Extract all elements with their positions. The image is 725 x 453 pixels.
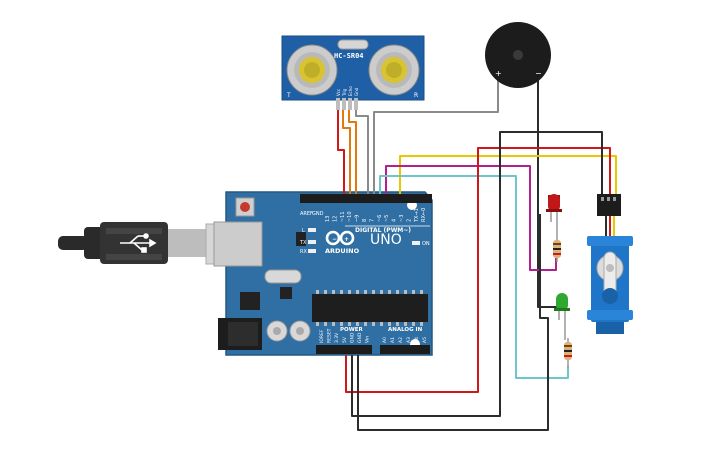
piezo-buzzer[interactable]: + − (485, 22, 551, 88)
aref-label: AREF (300, 211, 313, 217)
usb-jack (213, 221, 263, 267)
arduino-logo-icon (325, 230, 355, 246)
wire-green-led (379, 175, 569, 379)
digital-pin-label: 7 (369, 219, 375, 222)
chip (280, 287, 292, 299)
buzzer-plus-label: + (495, 69, 502, 78)
tx-label: TX (299, 240, 307, 246)
digital-pin-label: ~9 (355, 215, 361, 222)
digital-pin-label: ~10 (347, 211, 353, 222)
on-label: ON (422, 241, 430, 247)
rx-led (308, 249, 316, 253)
sensor-r-label: R (414, 92, 418, 99)
analog-label: ANALOG IN (388, 327, 423, 333)
svg-text:−: − (332, 236, 337, 243)
analog-header[interactable] (380, 345, 430, 354)
digital-pin-label: RX←0 (421, 208, 427, 222)
analog-pin-label: A5 (422, 337, 428, 343)
servo-horn-icon (596, 251, 624, 297)
power-pin-label: GND (357, 332, 363, 343)
usb-icon (120, 233, 157, 253)
analog-pin-label: A2 (398, 337, 404, 343)
brand-label: ARDUINO (325, 247, 360, 255)
resistor-green-led (564, 338, 572, 368)
l-label: L (302, 228, 305, 234)
on-led (412, 241, 420, 245)
power-label: POWER (340, 327, 364, 333)
sensor-t-label: T (286, 92, 291, 99)
tx-led (308, 240, 316, 244)
sensor-pins[interactable] (336, 98, 358, 110)
crystal (264, 269, 302, 284)
sensor-pin-label: Echo (348, 86, 353, 96)
digital-pin-label: 13 (325, 216, 331, 222)
svg-text:+: + (344, 236, 349, 243)
analog-pin-label: A1 (390, 337, 396, 343)
wire-sensor-vcc (337, 108, 345, 194)
wires (337, 78, 617, 431)
transducer-left (286, 44, 338, 96)
wire-red-led (385, 165, 557, 271)
digital-label: DIGITAL (PWM~) (355, 227, 411, 234)
digital-pin-label: ~5 (384, 215, 390, 222)
red-led[interactable] (546, 194, 562, 236)
sensor-pin-label: Vcc (336, 89, 341, 96)
resistor-red-led (553, 236, 561, 262)
transducer-right (368, 44, 420, 96)
digital-pin-label: ~6 (377, 215, 383, 222)
sensor-pin-label: Trig (342, 88, 347, 97)
power-pin-label: RESET (327, 328, 333, 343)
power-pin-label: 3.3V (334, 332, 340, 343)
digital-pin-label: ~11 (340, 211, 346, 222)
green-led[interactable] (554, 293, 570, 340)
wire-trig (342, 108, 351, 194)
digital-pin-label: ~3 (399, 215, 405, 222)
power-header[interactable] (316, 345, 372, 354)
digital-pin-label: TX→1 (414, 208, 420, 223)
power-jack (218, 318, 262, 350)
digital-pin-label: 4 (392, 219, 398, 222)
wire-echo (348, 108, 357, 194)
reset-button[interactable] (235, 197, 255, 217)
power-pin-label: IOREF (319, 329, 325, 343)
digital-pin-label: 8 (362, 219, 368, 222)
analog-pin-label: A3 (406, 337, 412, 343)
power-pin-label: Vin (365, 336, 371, 343)
wire-5v (345, 147, 611, 393)
power-pin-label: 5V (342, 336, 348, 343)
power-pin-label: GND (349, 332, 355, 343)
digital-pin-label: 12 (332, 216, 338, 222)
model-label: UNO (370, 232, 402, 248)
buzzer-minus-label: − (535, 69, 542, 78)
regulator (240, 292, 260, 310)
analog-pin-label: A0 (382, 337, 388, 343)
wire-buzzer-plus (373, 78, 499, 194)
servo-motor[interactable] (587, 194, 633, 334)
digital-pin-label: 2 (406, 219, 412, 222)
gnd-label: GND (312, 211, 324, 217)
sensor-pin-label: Gnd (354, 87, 359, 96)
wire-gnd-1 (351, 131, 603, 417)
l-led (308, 228, 316, 232)
analog-pin-label: A4 (414, 337, 420, 343)
sensor-model-label: HC-SR04 (334, 52, 364, 60)
rx-label: RX (300, 249, 307, 255)
wire-sensor-gnd (355, 108, 369, 194)
microcontroller-chip (312, 290, 428, 326)
digital-header[interactable] (300, 194, 432, 203)
